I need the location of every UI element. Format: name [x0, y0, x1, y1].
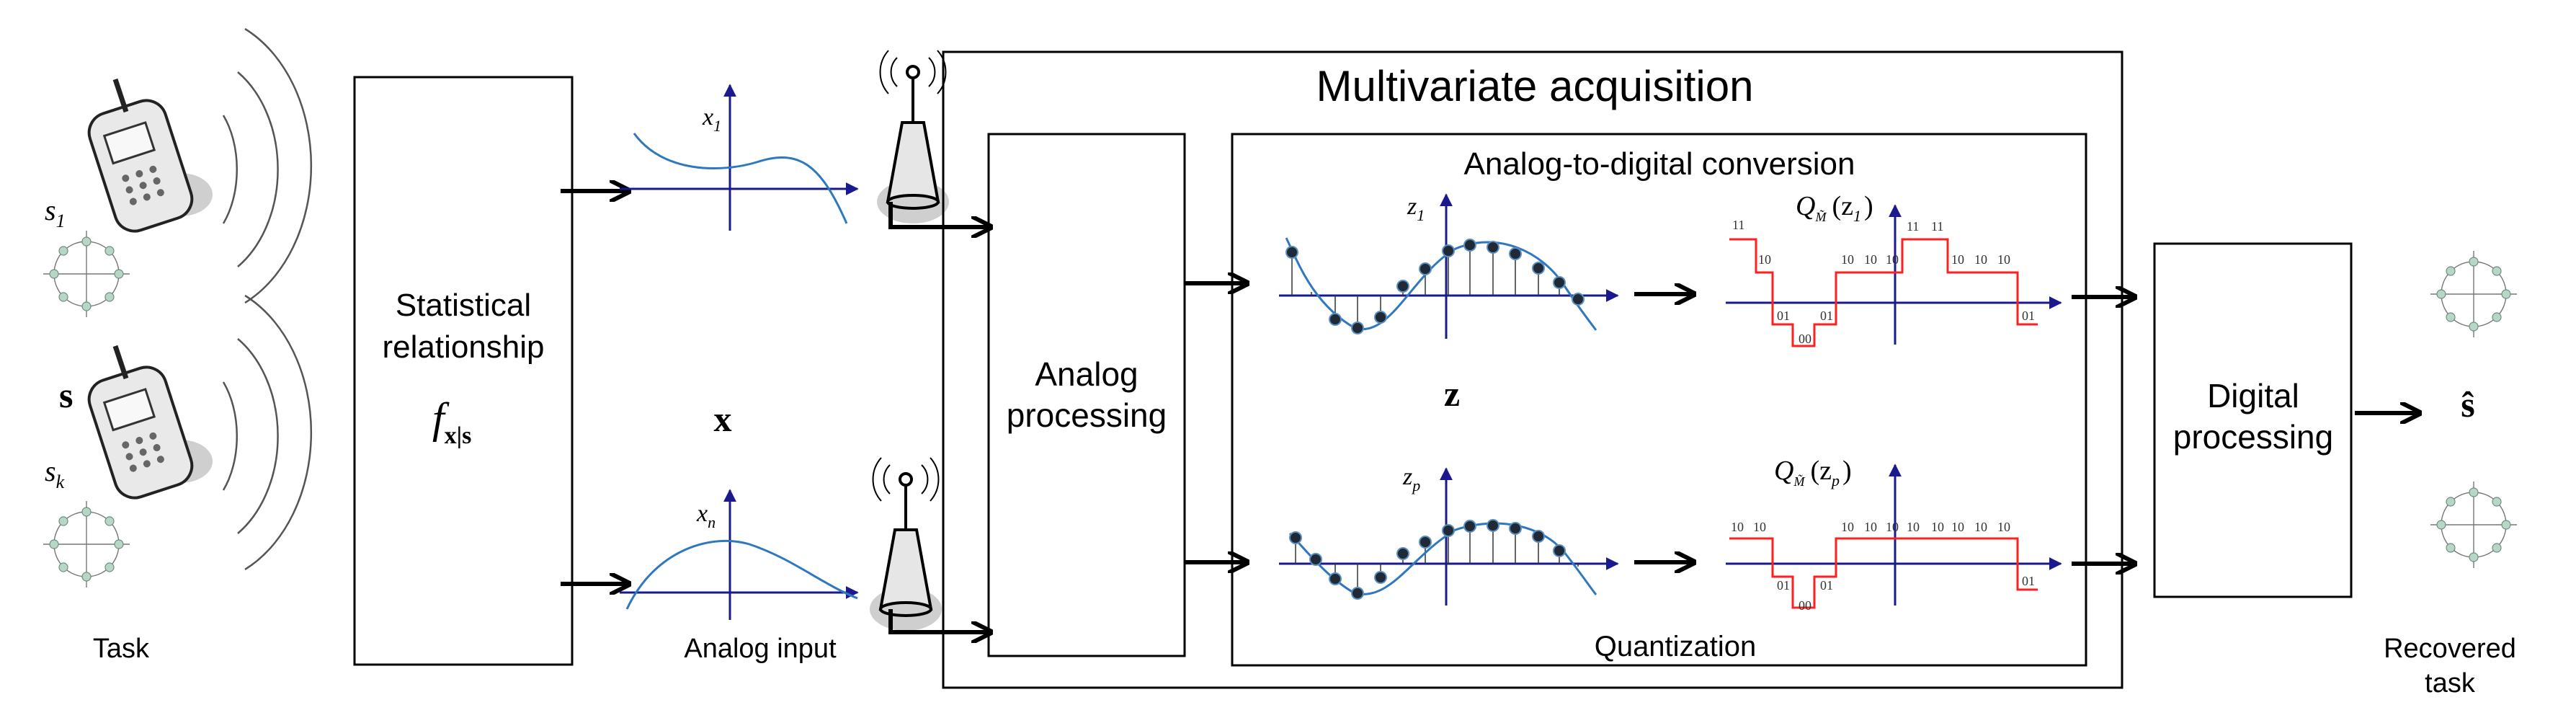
quantizer-code: 10: [1886, 520, 1899, 534]
label-sk: s: [45, 455, 56, 487]
svg-text:x1: x1: [702, 104, 721, 135]
stat-line2: relationship: [382, 329, 544, 365]
label-xn-sub: n: [708, 513, 716, 531]
quantizer-code: 10: [1931, 520, 1944, 534]
analog-processing-box: [987, 133, 1186, 657]
label-x1: x: [702, 104, 713, 130]
svg-text:z1: z1: [1407, 193, 1425, 224]
label-zp-sub: p: [1411, 476, 1420, 494]
quantizer-code: 10: [1841, 252, 1854, 267]
quantizer-code: 01: [1777, 578, 1790, 593]
quantizer-code: 10: [1886, 252, 1899, 267]
constellation-icon: [43, 501, 130, 587]
digital-proc-line2: processing: [2173, 418, 2333, 456]
q1-label: Q: [1796, 191, 1815, 221]
label-sk-sub: k: [56, 471, 65, 492]
analog-proc-line1: Analog: [1035, 355, 1138, 393]
label-z1-sub: 1: [1417, 206, 1425, 224]
quantizer-plot-p: 10 10 01 00 01 10 10 10 10 10 10 10 10 01 QM̃(zp): [1726, 456, 2062, 613]
quantizer-code: 00: [1799, 598, 1811, 613]
svg-text:xn: xn: [696, 500, 716, 531]
task-label: Task: [93, 634, 150, 664]
s-hat: ŝ: [2461, 384, 2474, 425]
constellation-icon: [43, 231, 130, 317]
constellation-icon: [2430, 482, 2517, 568]
radio-waves: [222, 27, 313, 571]
vector-s: s: [59, 375, 73, 415]
quantizer-code: 11: [1931, 219, 1943, 234]
quantizer-code: 01: [2022, 309, 2035, 323]
quantization-label: Quantization: [1595, 631, 1757, 662]
quantizer-code: 00: [1799, 332, 1811, 346]
antenna-icon: [877, 50, 949, 223]
quantizer-code: 01: [1820, 309, 1833, 323]
quantizer-code: 11: [1732, 218, 1744, 232]
arrow: [888, 202, 989, 227]
quantizer-code: 10: [1864, 252, 1877, 267]
phone-icon: [87, 345, 213, 500]
analog-input-plot-1: x1: [620, 84, 859, 231]
quantizer-plot-1: 11 10 01 00 01 10 10 10 11 11 10 10 10 01 QM̃(z1): [1726, 191, 2062, 347]
label-xn: x: [696, 500, 708, 527]
recovered-label-2: task: [2425, 668, 2476, 698]
label-s1: s: [45, 194, 56, 226]
antenna-icon: [870, 457, 942, 631]
quantizer-code: 10: [1841, 520, 1854, 534]
sampling-plot-1: z1: [1279, 193, 1619, 339]
digital-processing-box: [2153, 242, 2353, 598]
stat-line1: Statistical: [396, 288, 531, 323]
quantizer-code: 10: [1997, 520, 2010, 534]
phone-icon: [87, 78, 213, 233]
svg-text:s1: s1: [45, 194, 66, 231]
svg-text:sk: sk: [45, 455, 65, 492]
label-s1-sub: 1: [56, 210, 66, 231]
analog-input-plot-n: xn: [620, 489, 859, 620]
quantizer-code: 01: [1820, 578, 1833, 593]
svg-text:fx|s: fx|s: [432, 394, 471, 449]
quantizer-code: 10: [1907, 520, 1920, 534]
q2-label: Q: [1774, 456, 1793, 486]
digital-proc-line1: Digital: [2207, 377, 2299, 414]
vector-z: z: [1444, 373, 1460, 414]
user-devices: s1 sk s Task: [43, 27, 313, 664]
label-x1-sub: 1: [713, 117, 721, 135]
arrow: [888, 609, 989, 632]
label-z1: z: [1407, 193, 1417, 220]
multivariate-title: Multivariate acquisition: [1316, 62, 1754, 110]
quantizer-code: 10: [1731, 520, 1744, 534]
stat-func-sub: x|s: [445, 422, 472, 449]
quantizer-code: 10: [1951, 252, 1964, 267]
quantizer-code: 10: [1864, 520, 1877, 534]
quantizer-code: 10: [1758, 252, 1771, 267]
quantizer-code: 10: [1974, 520, 1987, 534]
vector-x: x: [714, 399, 732, 439]
adc-box: [1231, 133, 2087, 667]
quantizer-code: 01: [2022, 574, 2035, 588]
analog-input-label: Analog input: [684, 634, 837, 664]
quantizer-code: 10: [1753, 520, 1766, 534]
quantizer-code: 10: [1974, 252, 1987, 267]
adc-title: Analog-to-digital conversion: [1464, 146, 1855, 182]
recovered-label-1: Recovered: [2384, 634, 2516, 664]
quantizer-code: 11: [1907, 219, 1919, 234]
quantizer-code: 10: [1997, 252, 2010, 267]
sampling-plot-p: zp: [1279, 463, 1619, 606]
svg-text:QM̃(z1): QM̃(z1): [1796, 191, 1873, 225]
constellation-icon: [2430, 251, 2517, 337]
label-zp: z: [1402, 463, 1412, 490]
statistical-relationship-box: [353, 76, 574, 666]
quantizer-code: 01: [1777, 309, 1790, 323]
multivariate-acquisition-box: [942, 50, 2123, 689]
analog-proc-line2: processing: [1007, 396, 1167, 434]
svg-text:zp: zp: [1402, 463, 1420, 494]
quantizer-code: 10: [1951, 520, 1964, 534]
svg-text:QM̃(zp): QM̃(zp): [1774, 456, 1852, 489]
